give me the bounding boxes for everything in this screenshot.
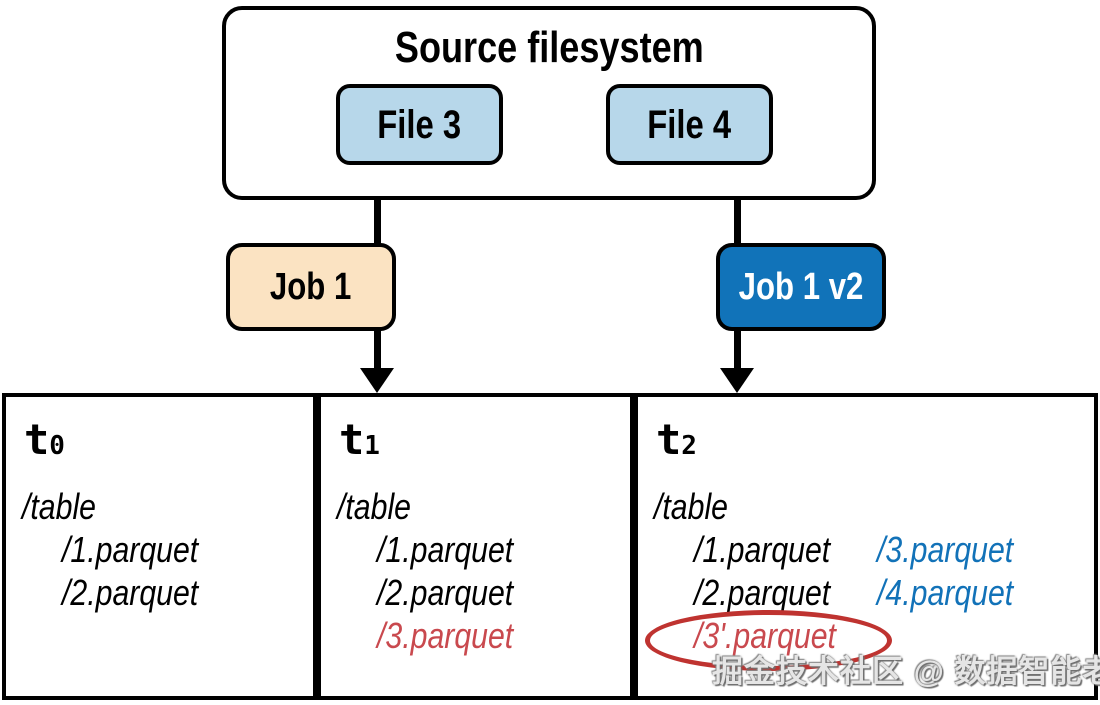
t1-file-row: /1.parquet	[337, 528, 539, 571]
t1-file-2: /2.parquet	[377, 572, 514, 613]
connector-line-left-lower	[374, 328, 381, 370]
source-filesystem-box: Source filesystem File 3 File 4	[222, 6, 876, 200]
highlight-ellipse	[645, 610, 892, 671]
t0-root-text: /table	[22, 486, 96, 527]
t0-file-row: /1.parquet	[22, 528, 224, 571]
t2-subscript: 2	[681, 431, 697, 461]
t0-root-path: /table	[22, 485, 224, 528]
connector-line-left-upper	[374, 198, 381, 244]
watermark-text: 掘金技术社区 @ 数据智能老司机	[712, 654, 1100, 689]
t2-file-row: /2.parquet /4.parquet	[654, 571, 1039, 614]
t1-root-path: /table	[337, 485, 539, 528]
snapshot-t0-file-tree: /table /1.parquet /2.parquet	[22, 485, 224, 614]
t2-root-text: /table	[654, 486, 728, 527]
job-1-v2-node: Job 1 v2	[716, 243, 886, 331]
file-4-node: File 4	[606, 84, 773, 165]
t1-letter: t	[339, 415, 365, 464]
snapshot-t2-time-label: t2	[656, 419, 697, 461]
job-1-label: Job 1	[270, 266, 352, 308]
file-3-node: File 3	[336, 84, 503, 165]
file-3-label: File 3	[377, 102, 462, 147]
t2-file-3-cell: /3.parquet	[877, 528, 1039, 571]
t2-root-path: /table	[654, 485, 1039, 528]
t2-file-row: /1.parquet /3.parquet	[654, 528, 1039, 571]
snapshot-panel-t0: t0 /table /1.parquet /2.parquet	[2, 393, 317, 700]
t1-file-row: /3.parquet	[337, 614, 539, 657]
connector-line-right-upper	[734, 198, 741, 244]
t0-subscript: 0	[49, 431, 65, 461]
snapshot-t1-time-label: t1	[339, 419, 380, 461]
t2-file-2: /2.parquet	[694, 572, 831, 613]
file-4-label: File 4	[647, 102, 732, 147]
t2-file-4-new: /4.parquet	[877, 572, 1014, 613]
arrowhead-right-icon	[720, 368, 754, 393]
arrowhead-left-icon	[360, 368, 394, 393]
snapshot-t0-time-label: t0	[24, 419, 65, 461]
t1-file-row: /2.parquet	[337, 571, 539, 614]
t2-file-2-cell: /2.parquet	[694, 571, 877, 614]
t2-file-1-cell: /1.parquet	[694, 528, 877, 571]
source-filesystem-title: Source filesystem	[226, 26, 872, 70]
t0-file-1: /1.parquet	[62, 529, 199, 570]
t1-file-1: /1.parquet	[377, 529, 514, 570]
t1-subscript: 1	[364, 431, 380, 461]
t0-file-2: /2.parquet	[62, 572, 199, 613]
source-filesystem-title-text: Source filesystem	[394, 23, 704, 72]
job-1-v2-label: Job 1 v2	[738, 266, 864, 308]
t0-letter: t	[24, 415, 50, 464]
connector-line-right-lower	[734, 328, 741, 370]
snapshot-t1-file-tree: /table /1.parquet /2.parquet /3.parquet	[337, 485, 539, 657]
t2-file-3-new: /3.parquet	[877, 529, 1014, 570]
t2-letter: t	[656, 415, 682, 464]
t0-file-row: /2.parquet	[22, 571, 224, 614]
t2-file-4-cell: /4.parquet	[877, 571, 1039, 614]
t1-root-text: /table	[337, 486, 411, 527]
t2-file-1: /1.parquet	[694, 529, 831, 570]
snapshot-panel-t1: t1 /table /1.parquet /2.parquet /3.parqu…	[317, 393, 634, 700]
job-1-node: Job 1	[226, 243, 396, 331]
t1-file-3-new: /3.parquet	[377, 615, 514, 656]
